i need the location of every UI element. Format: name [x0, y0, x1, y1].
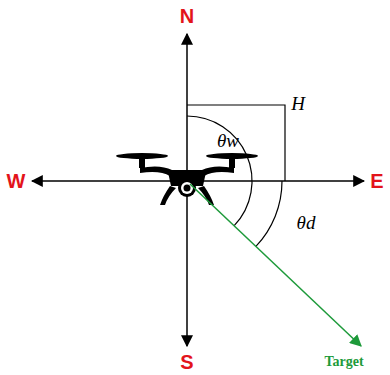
angle-symbol: θw: [217, 131, 239, 150]
target-label: Target: [324, 355, 363, 369]
heading-marker: [187, 105, 285, 181]
compass-letter: N: [180, 6, 194, 26]
compass-letter: E: [370, 171, 383, 191]
target-direction: [190, 184, 361, 346]
angle-reference: H: [291, 94, 305, 113]
angle-symbol: θd: [297, 213, 316, 232]
theta-d-arc: [256, 181, 282, 246]
compass-letter: S: [180, 352, 193, 372]
drone-icon: [116, 153, 258, 205]
compass-letter: W: [7, 171, 26, 191]
